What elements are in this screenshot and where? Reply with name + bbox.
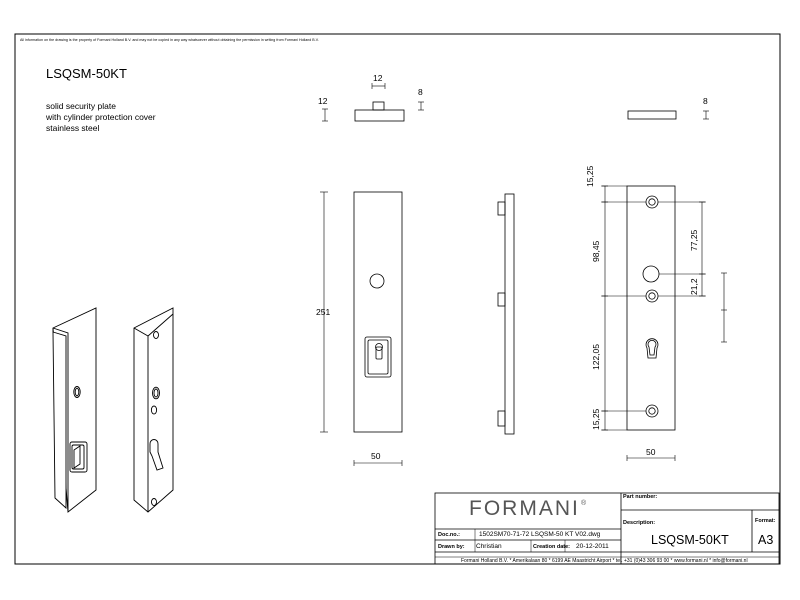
dim-side-thickness: 8 xyxy=(703,96,708,106)
iso-plate-right xyxy=(133,307,174,513)
format-label: Format: xyxy=(755,518,776,524)
side-top-view xyxy=(627,110,709,120)
iso-plate-left xyxy=(52,307,97,513)
formani-logo: FORMANI xyxy=(469,497,580,520)
top-view xyxy=(322,83,424,122)
sheet-border xyxy=(14,33,781,565)
dim-top-offset: 15,25 xyxy=(585,165,595,187)
dim-overall-height: 251 xyxy=(316,307,331,317)
drawn-by-label: Drawn by: xyxy=(438,544,465,550)
part-number-label: Part number: xyxy=(623,494,658,500)
description-label: Description: xyxy=(623,520,656,526)
dim-top-width: 12 xyxy=(373,73,383,83)
rear-view xyxy=(601,185,727,461)
format-value: A3 xyxy=(758,533,774,547)
product-code: LSQSM-50KT xyxy=(46,66,127,81)
dim-upper-distance: 98,45 xyxy=(591,240,601,262)
dim-lower-distance: 122,05 xyxy=(591,344,601,370)
disclaimer-text: All information on the drawing is the pr… xyxy=(20,38,319,42)
drawn-by-value: Christian xyxy=(476,543,502,550)
doc-number-label: Doc.no.: xyxy=(438,532,460,538)
description-line-1: solid security plate xyxy=(46,101,116,111)
creation-date-label: Creation date: xyxy=(533,544,570,550)
dim-top-height: 12 xyxy=(318,96,328,106)
description-line-3: stainless steel xyxy=(46,123,100,133)
side-view xyxy=(497,193,515,435)
front-view xyxy=(320,191,403,466)
dim-top-thickness: 8 xyxy=(418,87,423,97)
dim-gap: 21,2 xyxy=(689,278,699,295)
dim-bottom-offset: 15,25 xyxy=(591,408,601,430)
title-block-lines xyxy=(434,492,780,565)
creation-date-value: 20-12-2011 xyxy=(576,543,609,550)
company-footer: Formani Holland B.V. * Amerikalaan 80 * … xyxy=(461,557,748,564)
part-name: LSQSM-50KT xyxy=(651,533,729,547)
registered-mark: ® xyxy=(581,500,587,507)
dim-rear-width: 50 xyxy=(646,447,656,457)
dim-front-width: 50 xyxy=(371,451,381,461)
dim-spindle-distance: 77,25 xyxy=(689,229,699,251)
description-line-2: with cylinder protection cover xyxy=(46,112,156,122)
doc-number-value: 1502SM70-71-72 LSQSM-50 KT V02.dwg xyxy=(479,531,601,538)
